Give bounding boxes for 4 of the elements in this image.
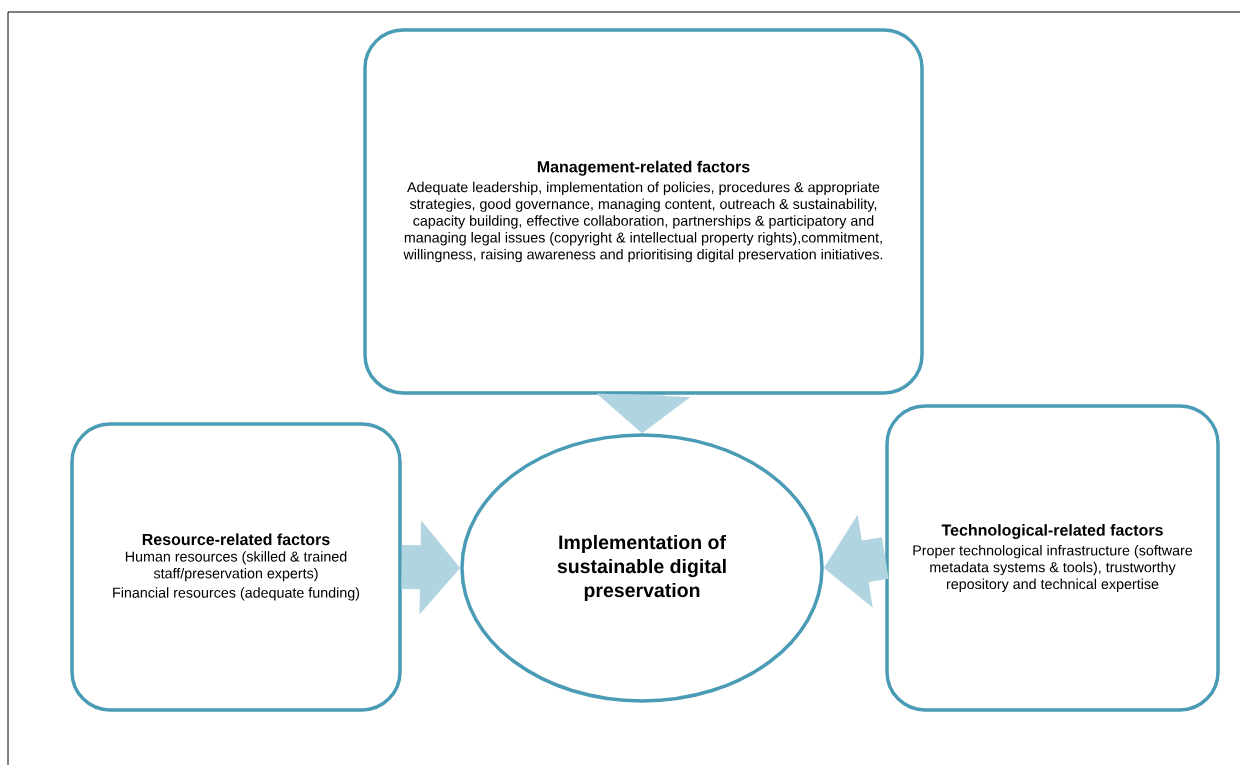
factor-box: Management-related factors Adequate leadership, implementation of policies, procedures & appropriate strategies, good governance, managing content, outreach & sustainability, capacity building, effective collaboration, partnerships & participatory and managing legal issues (copyright & intellectual property rights),commitment, willingness, raising awareness and prioritising digital preservation initiatives. [363, 28, 924, 395]
factor-box: Resource-related factors Human resources (skilled & trained staff/preservation experts) Financial resources (adequate funding) [70, 422, 402, 712]
ellipse-node: Implementation of sustainable digital preservation [460, 433, 824, 703]
factor-box: Technological-related factors Proper technological infrastructure (software metadata systems & tools), trustworthy repository and technical expertise [885, 404, 1220, 712]
